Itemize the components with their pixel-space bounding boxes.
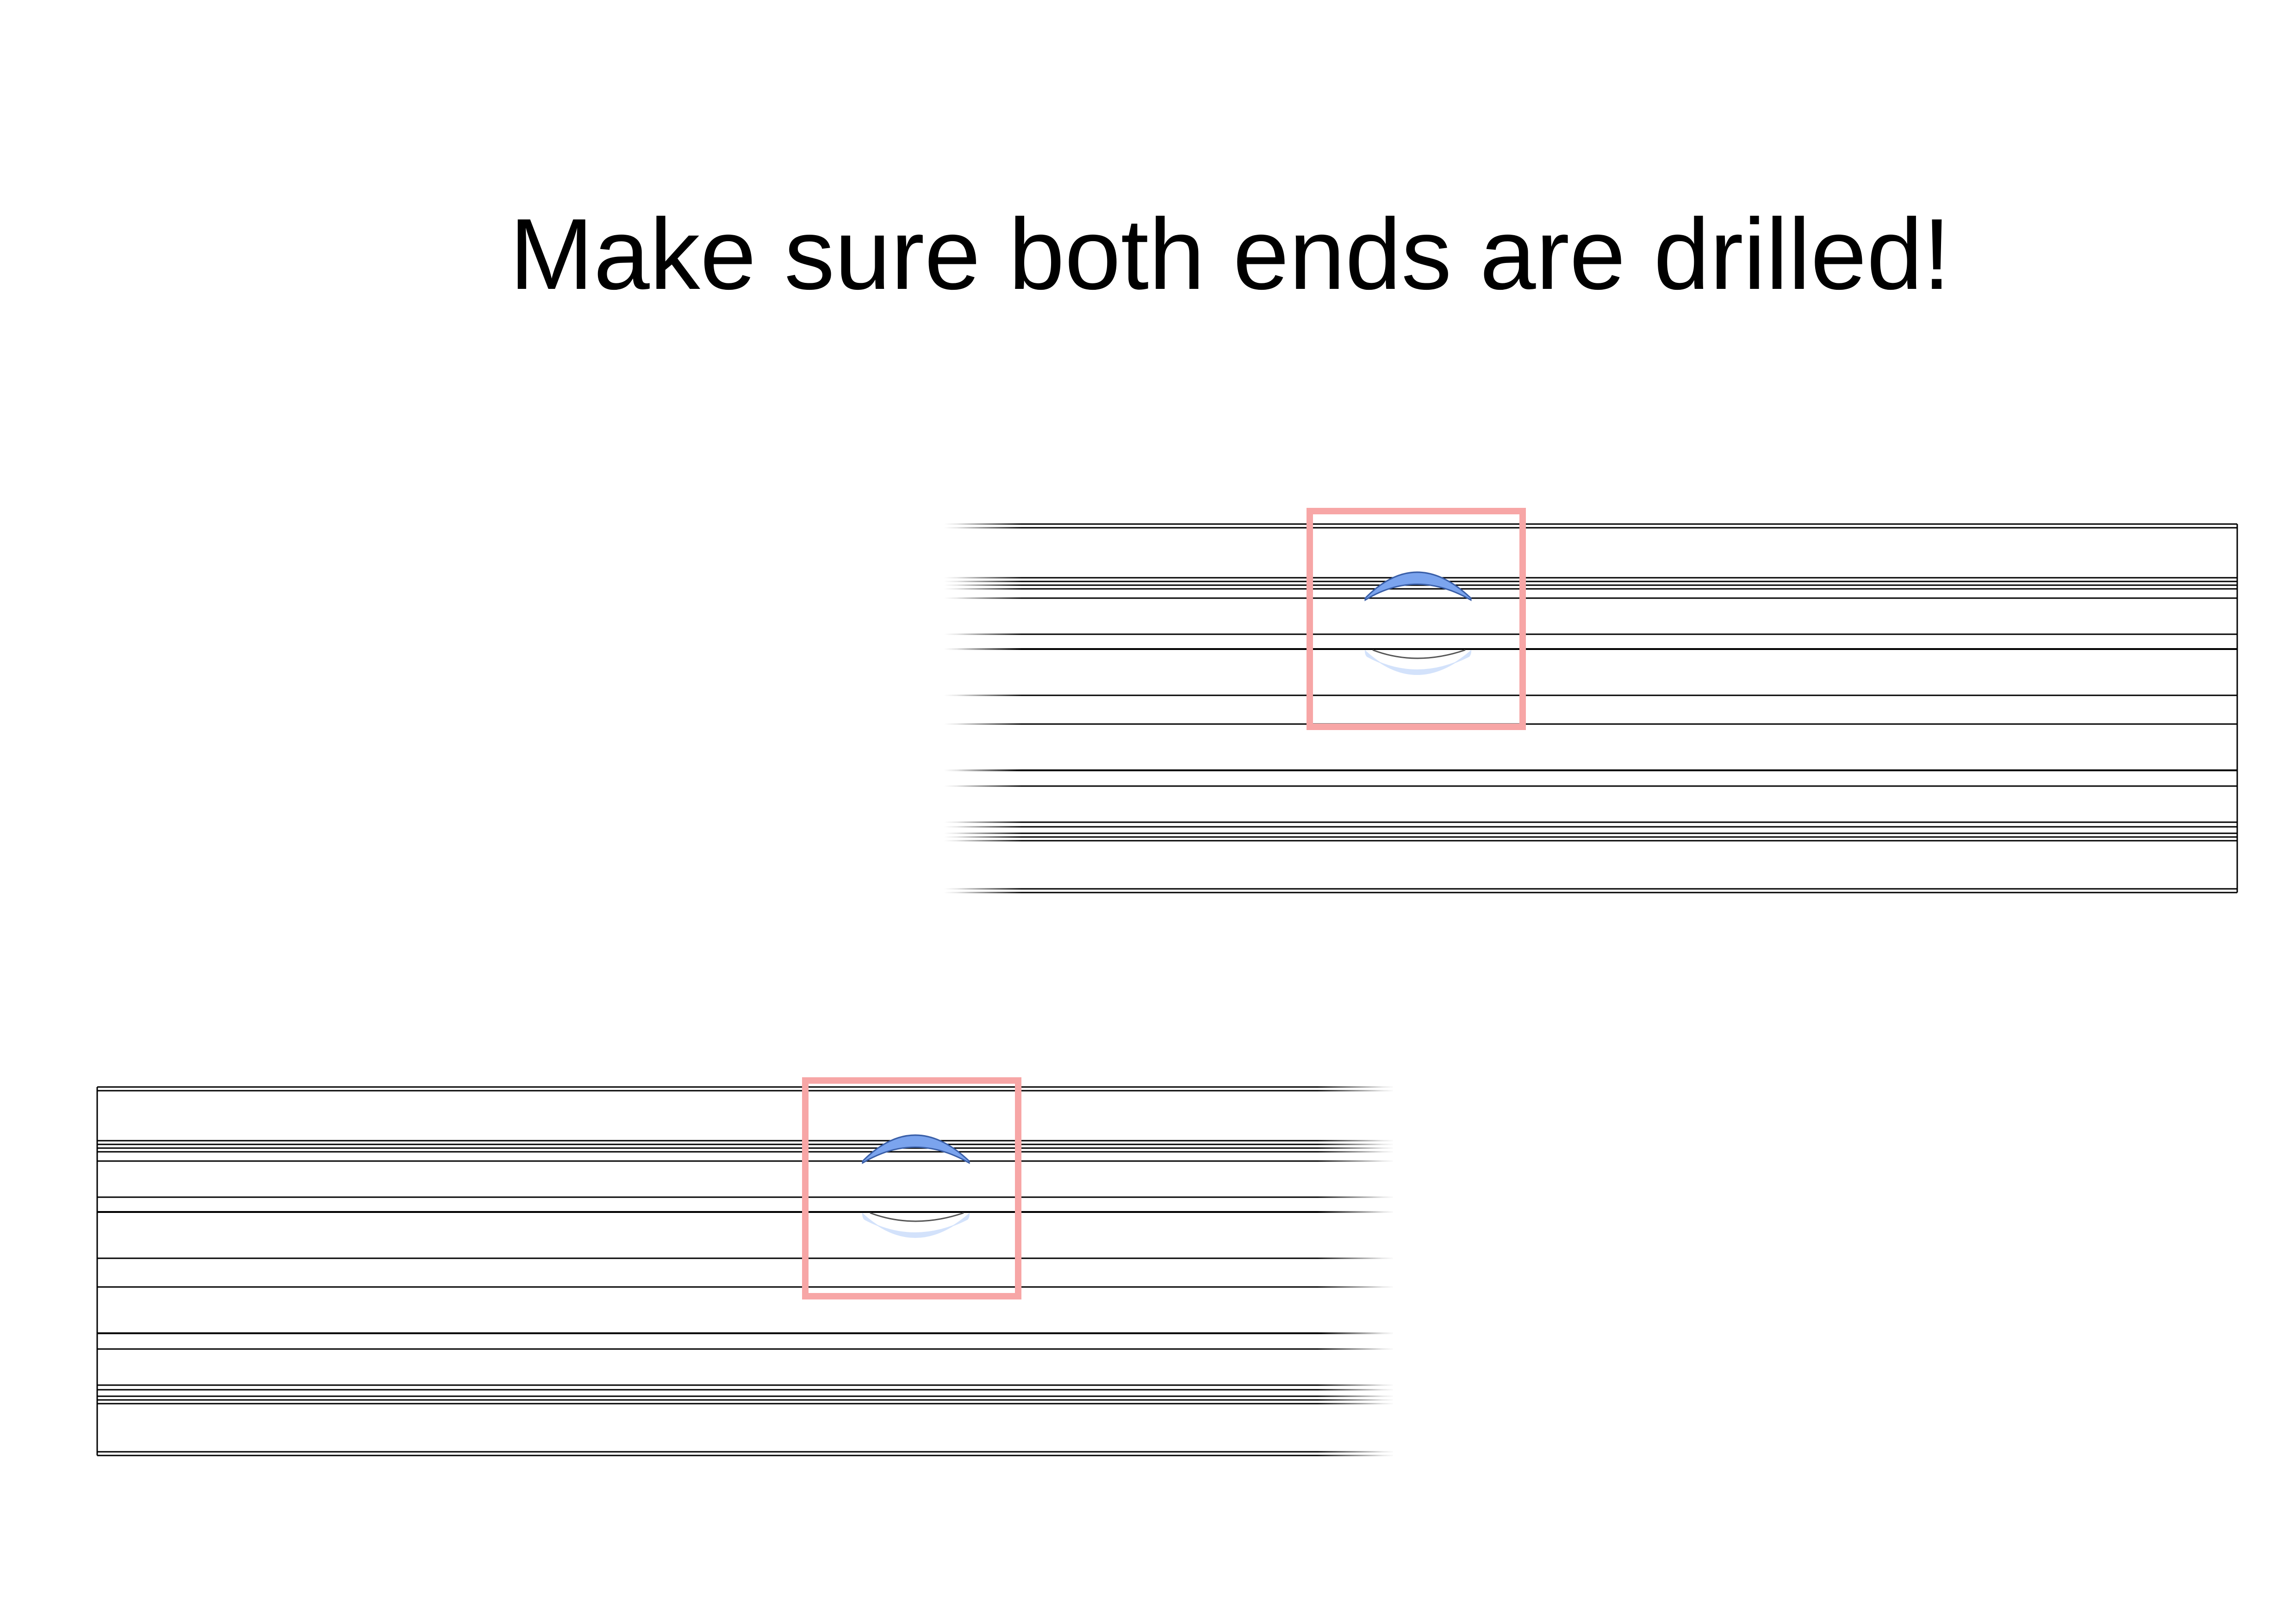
workpiece-left-end	[95, 1081, 1395, 1461]
drill-hole-icon	[1364, 571, 1472, 601]
drill-hole-far-icon	[862, 1212, 970, 1238]
highlight-box-right-end	[1307, 508, 1526, 730]
highlight-box-left-end	[802, 1077, 1021, 1299]
drill-hole-icon	[862, 1134, 970, 1164]
workpiece-right-end	[944, 518, 2240, 898]
drill-hole-far-icon	[1364, 649, 1472, 675]
page-title: Make sure both ends are drilled!	[509, 198, 1951, 311]
